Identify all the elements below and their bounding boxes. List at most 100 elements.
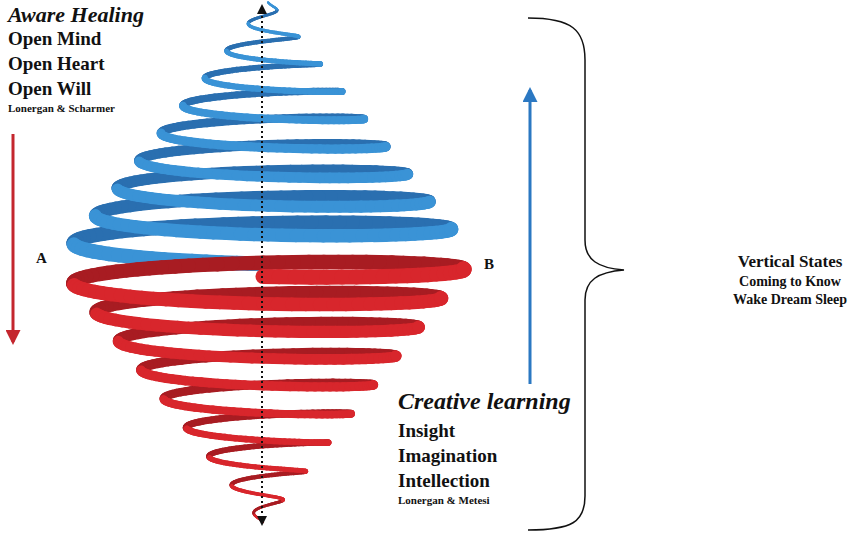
spiral-coil — [325, 439, 331, 445]
text-label: Wake Dream Sleep — [733, 292, 847, 308]
spiral-coil — [257, 506, 261, 509]
spiral-coil — [257, 517, 260, 520]
spiral-coil — [253, 513, 256, 516]
spiral-coil — [428, 195, 429, 208]
text-label: Coming to Know — [739, 274, 841, 290]
spiral-coil — [275, 10, 278, 13]
spiral-coil — [440, 292, 441, 306]
spiral-coil — [259, 518, 262, 521]
spiral-coil — [427, 196, 429, 209]
spiral-coil — [371, 381, 372, 390]
text-label: Open Will — [8, 78, 91, 100]
text-label: Creative learning — [398, 388, 571, 416]
spiral-coil — [253, 510, 256, 513]
spiral-coil — [347, 410, 355, 418]
spiral-coil — [252, 512, 255, 515]
spiral-coil — [273, 6, 276, 9]
curly-brace — [528, 18, 624, 530]
spiral-coil — [267, 1, 269, 4]
spiral-coil — [270, 4, 273, 7]
spiral-coil — [281, 498, 285, 502]
spiral-coil — [317, 61, 323, 66]
spiral-coil — [296, 34, 300, 38]
spiral-coil — [269, 3, 272, 6]
spiral-coil — [316, 61, 322, 66]
spiral-coil — [372, 380, 373, 389]
spiral-coil — [256, 507, 260, 510]
spiral-coil — [258, 517, 261, 520]
spiral-coil — [281, 497, 285, 501]
spiral-coil — [249, 19, 253, 23]
spiral-coil — [256, 516, 259, 519]
spiral-coil — [281, 499, 285, 503]
spiral-coil — [449, 223, 451, 237]
text-label: Open Heart — [8, 53, 105, 75]
spiral-coil — [267, 2, 270, 5]
spiral-coil — [271, 5, 274, 8]
spiral-coil — [253, 514, 256, 517]
spiral-coil — [268, 3, 271, 6]
spiral-coil — [439, 290, 441, 304]
spiral-coil — [338, 88, 345, 95]
spiral-coil — [272, 6, 275, 9]
spiral-coil — [268, 2, 271, 5]
spiral-coil — [273, 11, 276, 14]
spiral-coil — [338, 88, 345, 95]
spiral-coil — [254, 515, 257, 518]
text-label: Intellection — [398, 470, 490, 492]
spiral-coil — [347, 410, 355, 418]
spiral-coil — [278, 496, 282, 500]
spiral-coil — [258, 518, 261, 521]
spiral-coil — [282, 498, 285, 502]
spiral-coil — [362, 115, 363, 123]
text-label: Imagination — [398, 445, 497, 467]
spiral-coil — [255, 516, 258, 519]
spiral-coil — [434, 291, 448, 305]
spiral-coil — [303, 469, 308, 474]
spiral-coil — [256, 516, 259, 519]
spiral-coil — [303, 469, 308, 474]
spiral-coil — [275, 7, 278, 10]
spiral-coil — [369, 380, 378, 389]
spiral-coil — [301, 468, 307, 473]
spiral-coil — [390, 351, 401, 362]
spiral-coil — [255, 515, 258, 518]
spiral-coil — [276, 8, 279, 11]
spiral-coil — [402, 169, 414, 180]
text-label: Lonergan & Metesi — [398, 494, 490, 507]
spiral-coil — [362, 114, 363, 122]
text-label: Lonergan & Scharmer — [8, 102, 115, 115]
spiral-coil — [347, 410, 355, 418]
spiral-coil — [381, 142, 391, 152]
spiral-coil — [303, 469, 308, 474]
spiral-coil — [417, 320, 419, 332]
spiral-coil — [275, 7, 278, 10]
up-arrow — [529, 90, 532, 384]
spiral-coil — [259, 519, 262, 522]
spiral-coil — [255, 508, 259, 511]
spiral-coil — [423, 195, 435, 208]
spiral-coil — [303, 469, 308, 474]
spiral-coil — [275, 8, 278, 11]
spiral-coil — [255, 508, 258, 511]
spiral-coil — [281, 498, 284, 502]
spiral-coil — [253, 514, 256, 517]
text-label: Vertical States — [738, 252, 843, 272]
spiral-coil — [390, 350, 401, 361]
spiral-coil — [267, 1, 270, 4]
spiral-coil — [368, 381, 378, 390]
spiral-coil — [294, 34, 299, 38]
spiral-coil — [337, 88, 345, 95]
spiral-coil — [276, 9, 279, 12]
spiral-coil — [279, 497, 283, 501]
spiral-coil — [281, 497, 285, 501]
spiral-coil — [444, 222, 458, 236]
spiral-coil — [339, 88, 346, 95]
spiral-coil — [274, 6, 277, 9]
spiral-coil — [349, 410, 350, 418]
spiral-coil — [274, 7, 277, 10]
spiral-coil — [253, 513, 256, 516]
spiral-coil — [450, 221, 451, 235]
spiral-coil — [324, 439, 331, 445]
spiral-coil — [280, 497, 284, 501]
